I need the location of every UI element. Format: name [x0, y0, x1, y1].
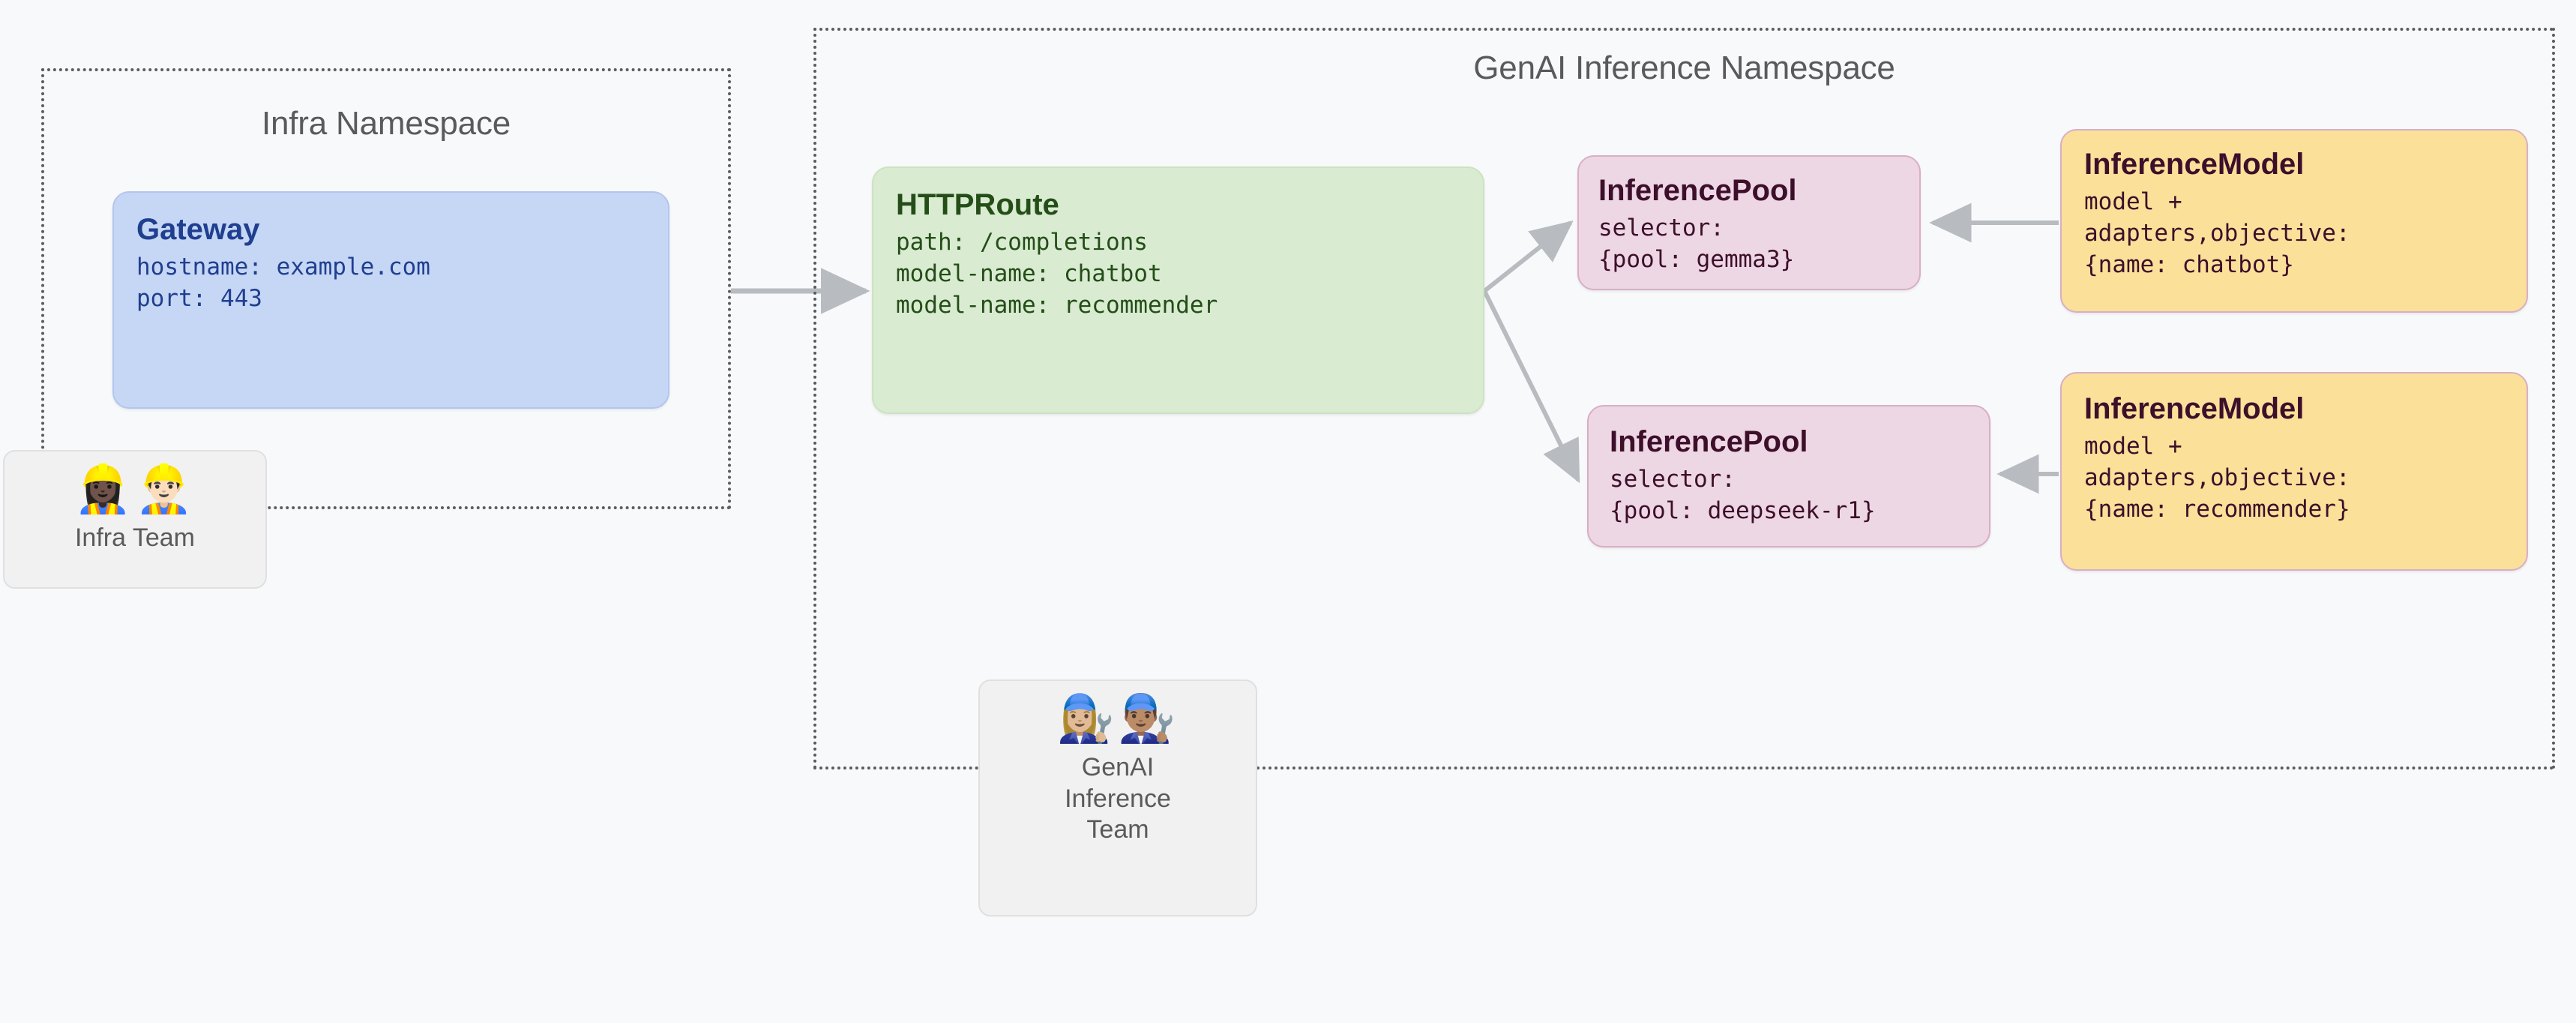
- card-inferencemodel-recommender-line-2: {name: recommender}: [2084, 496, 2350, 524]
- card-inferencepool-deepseek-r1-title: InferencePool: [1610, 425, 1808, 458]
- infra-team-avatar-icons: 👷🏿‍♀️👷🏻‍♂️: [73, 464, 196, 515]
- card-inferencemodel-chatbot-line-0: model +: [2084, 188, 2182, 215]
- namespace-genai: [813, 28, 2555, 770]
- namespace-infra-title: Infra Namespace: [261, 105, 511, 142]
- genai-inference-team-label: GenAI Inference Team: [1065, 753, 1171, 844]
- card-inferencemodel-recommender-line-0: model +: [2084, 433, 2182, 460]
- card-inferencepool-deepseek-r1-line-0: selector:: [1610, 466, 1736, 493]
- card-inferencemodel-recommender-title: InferenceModel: [2084, 392, 2305, 425]
- card-httproute-title: HTTPRoute: [896, 188, 1059, 221]
- card-gateway-line-0: hostname: example.com: [136, 254, 430, 280]
- card-inferencepool-gemma3[interactable]: InferencePool selector: {pool: gemma3}: [1577, 155, 1921, 290]
- card-httproute-line-1: model-name: chatbot: [896, 260, 1162, 288]
- card-httproute-line-0: path: /completions: [896, 229, 1148, 256]
- card-gateway[interactable]: Gateway hostname: example.com port: 443: [112, 191, 669, 409]
- genai-inference-team-avatar-icons: 👩🏼‍🔧👨🏽‍🔧: [1056, 693, 1179, 745]
- card-httproute[interactable]: HTTPRoute path: /completions model-name:…: [872, 166, 1484, 414]
- card-inferencemodel-chatbot-line-2: {name: chatbot}: [2084, 251, 2294, 279]
- card-gateway-title: Gateway: [136, 213, 260, 246]
- card-inferencepool-deepseek-r1-line-1: {pool: deepseek-r1}: [1610, 497, 1876, 525]
- card-inferencepool-deepseek-r1[interactable]: InferencePool selector: {pool: deepseek-…: [1587, 405, 1990, 548]
- card-inferencemodel-chatbot-line-1: adapters,objective:: [2084, 220, 2350, 248]
- card-inferencemodel-chatbot-title: InferenceModel: [2084, 148, 2305, 181]
- team-badge-infra[interactable]: 👷🏿‍♀️👷🏻‍♂️ Infra Team: [3, 450, 267, 589]
- card-inferencepool-gemma3-line-0: selector:: [1598, 214, 1724, 242]
- card-inferencemodel-recommender-line-1: adapters,objective:: [2084, 464, 2350, 492]
- card-inferencepool-gemma3-title: InferencePool: [1598, 174, 1797, 207]
- team-badge-genai-inference[interactable]: 👩🏼‍🔧👨🏽‍🔧 GenAI Inference Team: [978, 680, 1257, 916]
- card-gateway-line-1: port: 443: [136, 285, 262, 313]
- card-inferencemodel-recommender[interactable]: InferenceModel model + adapters,objectiv…: [2060, 372, 2528, 571]
- infra-team-label: Infra Team: [74, 524, 195, 553]
- card-inferencepool-gemma3-line-1: {pool: gemma3}: [1598, 246, 1795, 274]
- card-inferencemodel-chatbot[interactable]: InferenceModel model + adapters,objectiv…: [2060, 129, 2528, 313]
- namespace-infra: [41, 68, 731, 509]
- card-httproute-line-2: model-name: recommender: [896, 292, 1218, 320]
- namespace-genai-title: GenAI Inference Namespace: [1473, 50, 1895, 86]
